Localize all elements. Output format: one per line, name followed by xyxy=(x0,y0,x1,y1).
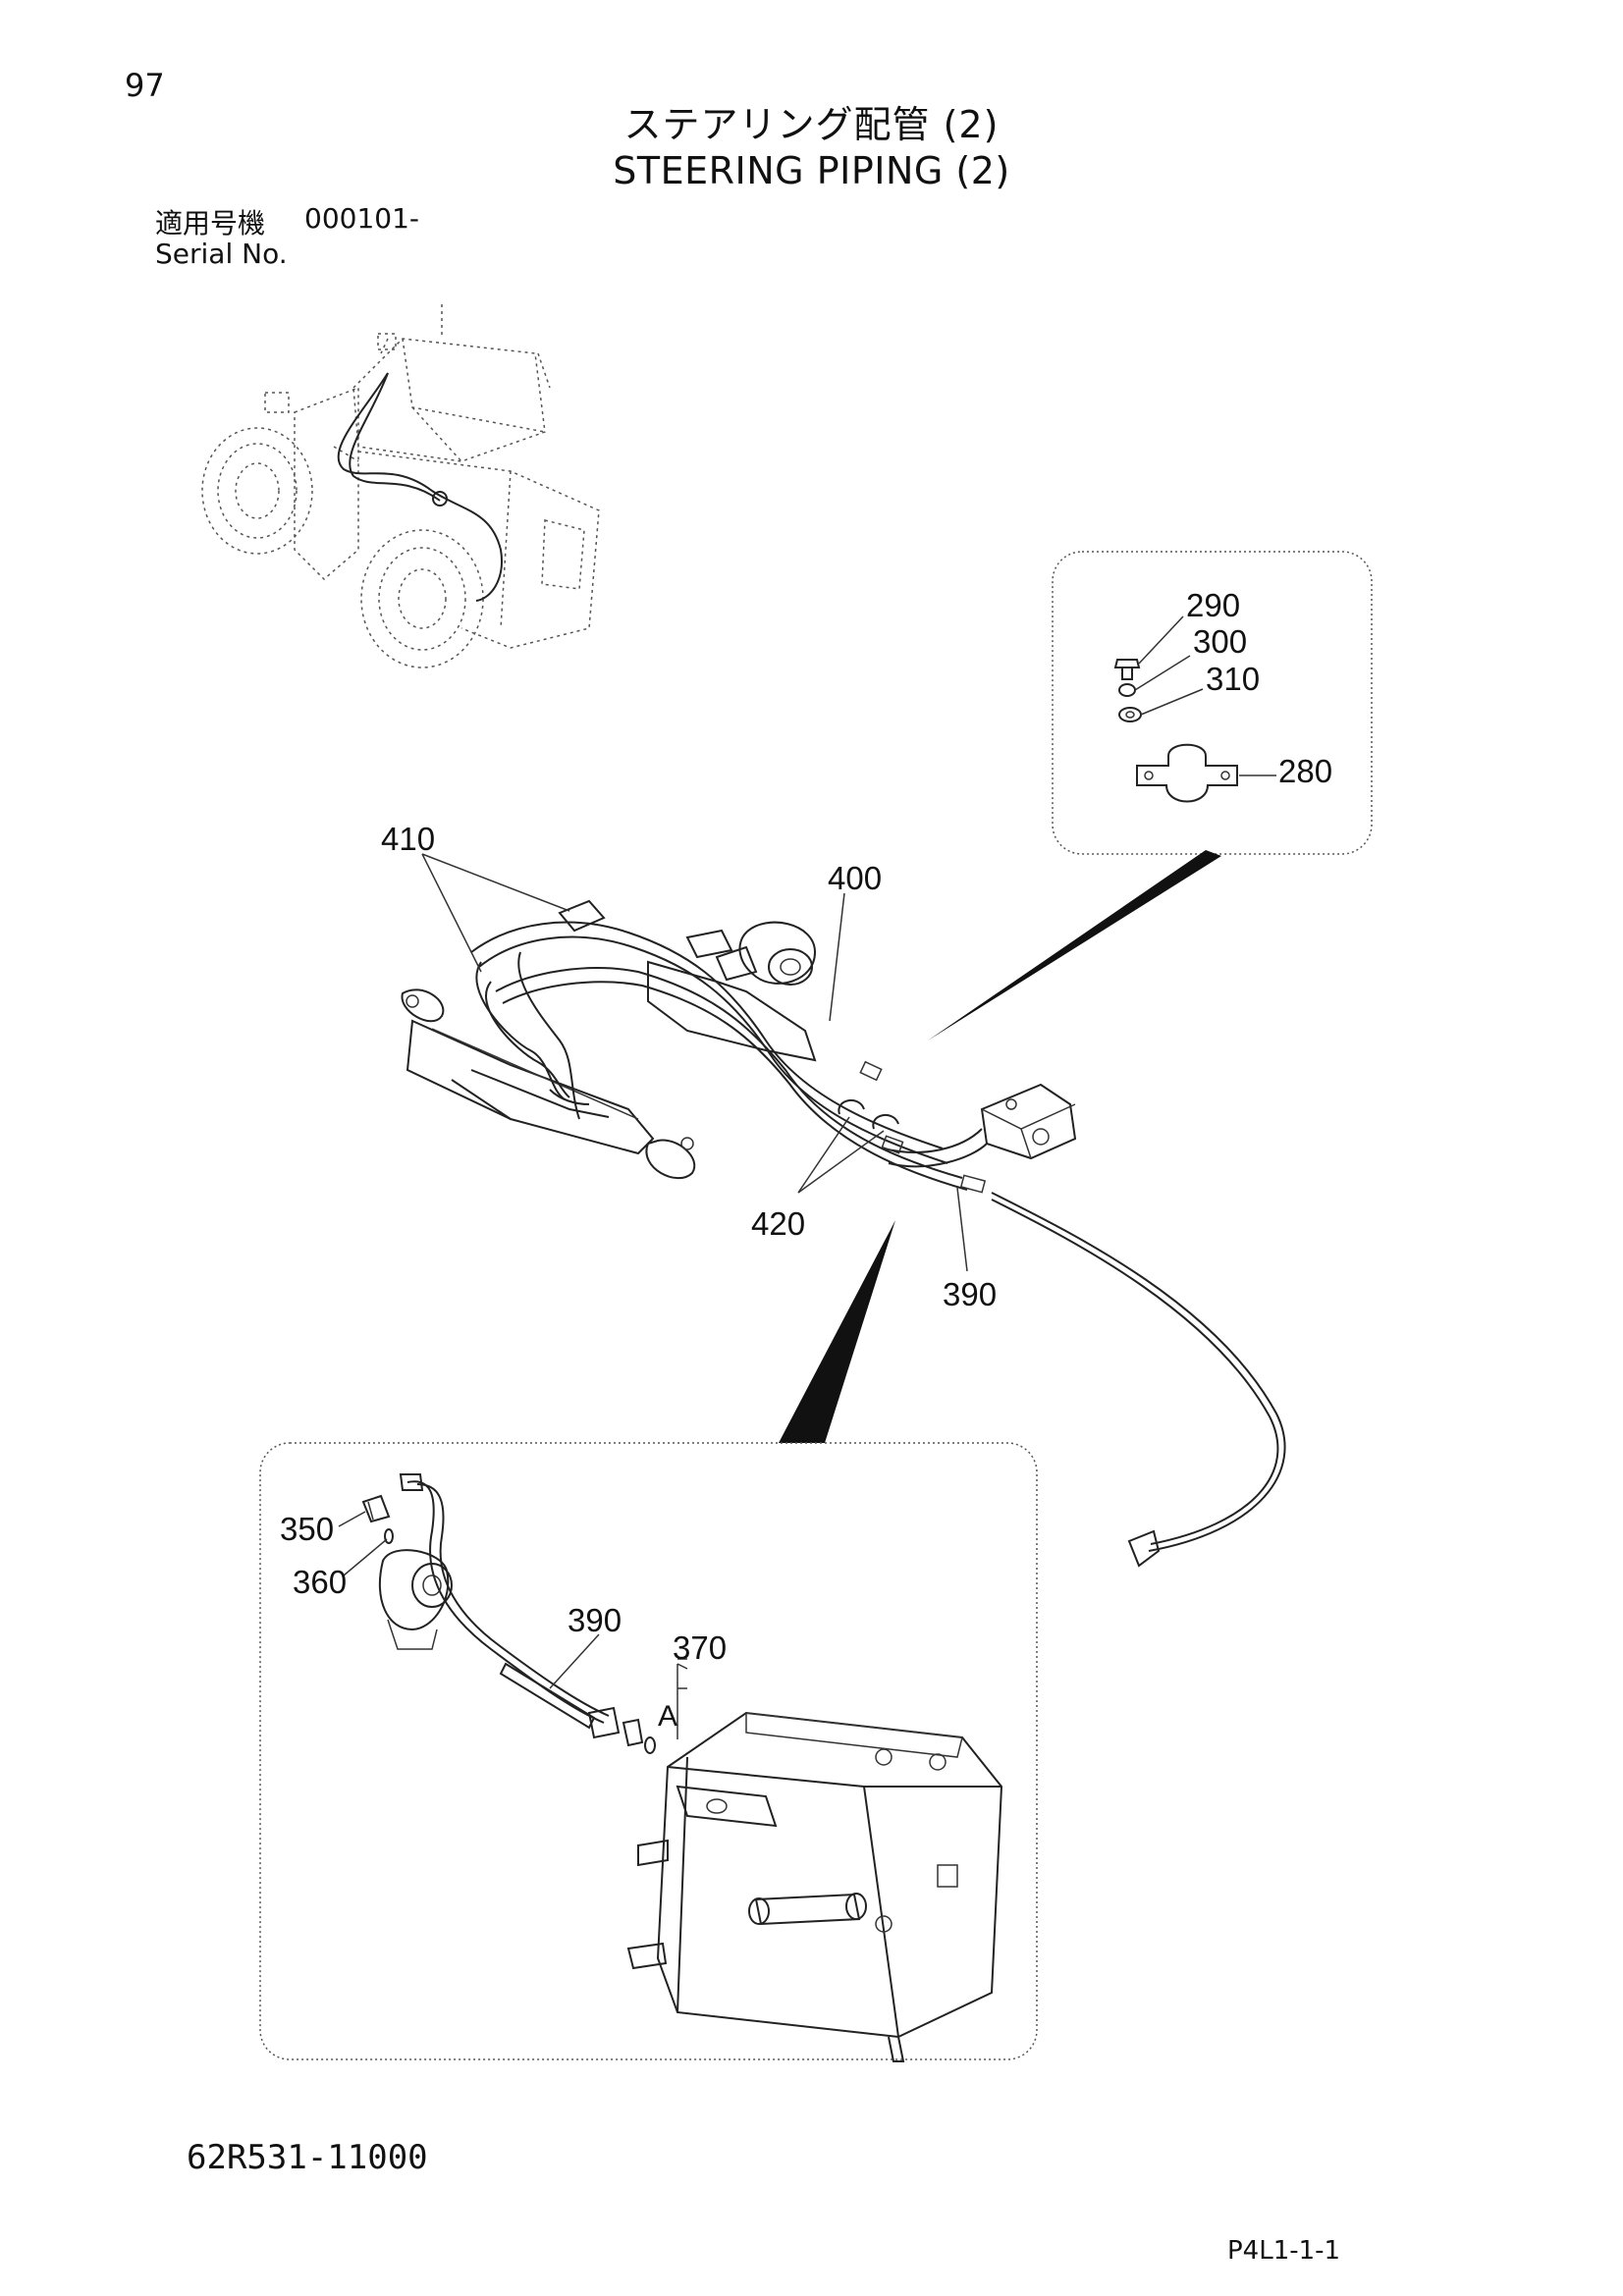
detail-pointer-upper xyxy=(928,850,1221,1041)
bracket-detail-box: 290 300 310 280 xyxy=(1052,551,1373,855)
callout-370: 370 xyxy=(673,1629,727,1666)
callout-350: 350 xyxy=(280,1511,334,1547)
part-code: 62R531-11000 xyxy=(187,2138,428,2177)
page-number: 97 xyxy=(125,67,165,104)
page-title-english: STEERING PIPING (2) xyxy=(613,149,1010,192)
serial-label-japanese: 適用号機 xyxy=(155,207,266,240)
callout-290: 290 xyxy=(1186,587,1240,623)
callout-390-detail: 390 xyxy=(568,1602,622,1638)
steering-piping-assembly: 410 400 420 390 xyxy=(381,821,1286,1568)
pump-hose-detail-box: A 350 360 390 370 xyxy=(259,1442,1038,2062)
serial-label-english: Serial No. xyxy=(155,238,288,270)
callout-400: 400 xyxy=(828,860,882,896)
callout-410: 410 xyxy=(381,821,435,857)
page-title-japanese: ステアリング配管 (2) xyxy=(623,103,1000,146)
callout-310: 310 xyxy=(1206,661,1260,697)
callout-420: 420 xyxy=(751,1205,805,1242)
callout-300: 300 xyxy=(1193,623,1247,660)
page-code: P4L1-1-1 xyxy=(1227,2236,1341,2266)
serial-number-value: 000101- xyxy=(304,202,419,235)
machine-overview-illustration xyxy=(201,304,600,668)
callout-360: 360 xyxy=(293,1564,347,1600)
callout-390-main: 390 xyxy=(943,1276,997,1312)
reference-a: A xyxy=(658,1700,677,1733)
detail-pointer-lower xyxy=(779,1220,895,1443)
callout-280: 280 xyxy=(1278,753,1332,789)
